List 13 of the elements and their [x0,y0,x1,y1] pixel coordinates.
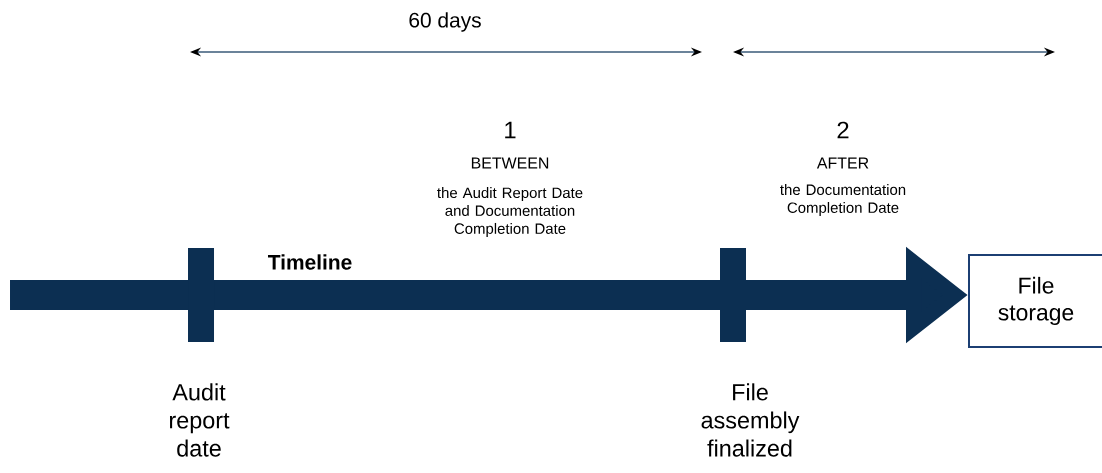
tick-mark [720,248,746,342]
tick-mark [188,248,214,342]
step-heading: AFTER [816,157,869,169]
step-number: 1 [505,121,516,139]
step-heading: BETWEEN [471,157,549,169]
step-number: 2 [837,121,849,139]
milestone-label: Audit report date [170,383,230,457]
storage-box: File storage [968,254,1102,348]
step-description: the Audit Report Date and Documentation Completion Date [437,187,583,237]
dimension-label: 60 days [409,12,481,32]
timeline-label: Timeline [268,254,352,270]
milestone-label: File assembly finalized [701,383,800,457]
step-description: the Documentation Completion Date [780,184,906,216]
